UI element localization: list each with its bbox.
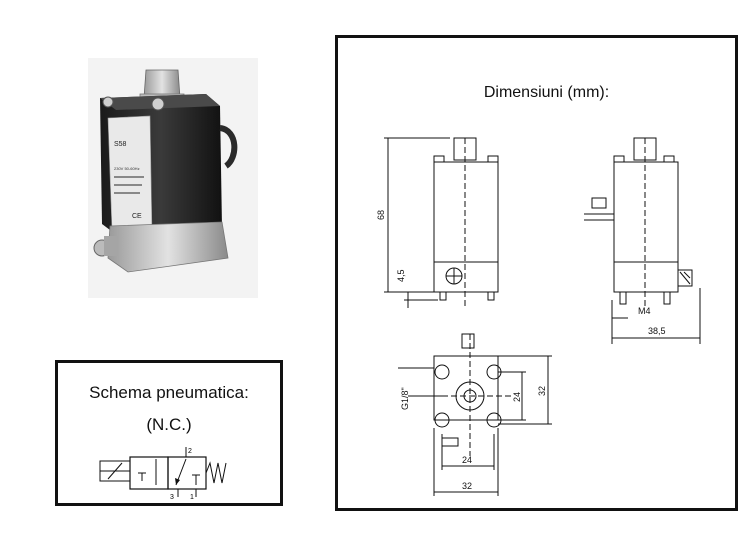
dim-base-4-5: 4,5: [396, 269, 406, 282]
dimensions-title: Dimensiuni (mm):: [483, 84, 610, 101]
valve-symbol-diagram: 2 3 1: [99, 447, 227, 501]
schema-title: Schema pneumatica:: [89, 383, 249, 402]
side-view-drawing: [584, 137, 701, 344]
port-label-1: 1: [190, 494, 194, 501]
dim-hole-spacing-h: 24: [462, 455, 472, 465]
dim-depth-38-5: 38,5: [648, 326, 666, 336]
dim-port-thread: G1/8": [400, 387, 410, 410]
bottom-view-drawing: [398, 333, 552, 496]
photo-label-ce: CE: [132, 213, 142, 220]
solenoid-valve-photo: S58 230V 50-60Hz CE: [88, 58, 258, 298]
photo-label-voltage: 230V 50-60Hz: [114, 166, 140, 171]
dim-width-h: 32: [462, 481, 472, 491]
port-label-3: 3: [170, 494, 174, 501]
dim-height-68: 68: [376, 210, 386, 220]
front-view-drawing: [384, 137, 499, 308]
pneumatic-schema-panel: Schema pneumatica: (N.C.) 2 3 1: [55, 360, 283, 506]
port-label-2: 2: [188, 448, 192, 455]
dimensions-panel: Dimensiuni (mm):: [335, 35, 738, 511]
valve-type-label: (N.C.): [146, 415, 192, 434]
photo-label-model: S58: [114, 141, 127, 148]
dim-hole-spacing-v: 24: [512, 392, 522, 402]
dimension-drawings: 68 4,5 M4 38,5 G1/8" 24 32 24 32: [376, 137, 701, 496]
dim-thread-m4: M4: [638, 306, 651, 316]
dim-width-v: 32: [537, 386, 547, 396]
